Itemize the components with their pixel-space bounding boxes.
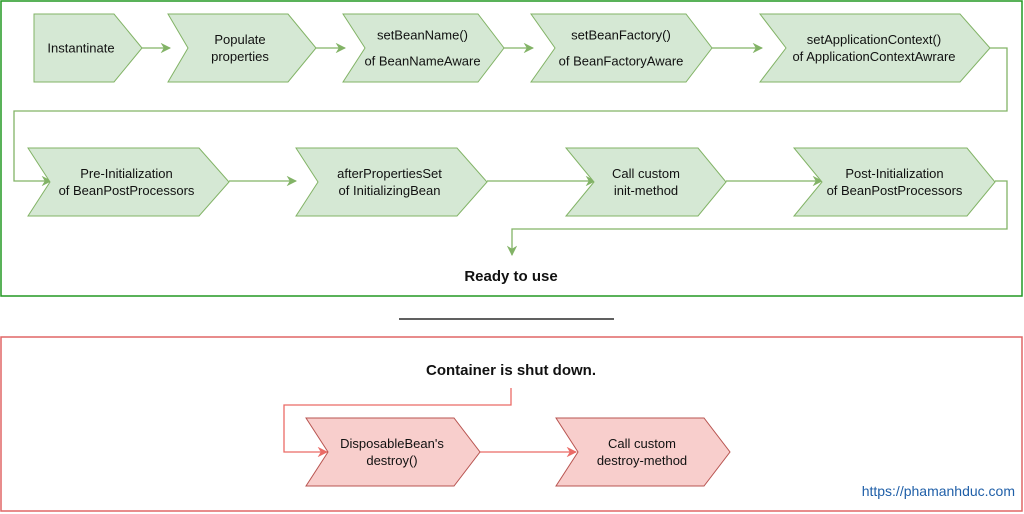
- step-label: of InitializingBean: [339, 183, 441, 198]
- step-shape: [555, 417, 731, 487]
- step-shape: [305, 417, 481, 487]
- step-label: Pre-Initialization: [80, 166, 173, 181]
- step-label: DisposableBean's: [340, 436, 444, 451]
- step-label: afterPropertiesSet: [337, 166, 442, 181]
- step-label: Call custom: [612, 166, 680, 181]
- row2-connectors: [229, 175, 1008, 257]
- ready-to-use-label: Ready to use: [464, 268, 557, 285]
- step-box: Populate properties: [167, 13, 317, 83]
- step-box: Call custom init-method: [564, 147, 727, 217]
- destruction-connectors: [283, 388, 578, 458]
- step-label: Post-Initialization: [845, 166, 943, 181]
- step-label: setBeanName(): [377, 28, 468, 43]
- destruction-panel: [0, 336, 1023, 512]
- step-shape: [167, 13, 317, 83]
- step-shape: [564, 147, 727, 217]
- watermark-link[interactable]: https://phamanhduc.com: [862, 483, 1015, 499]
- step-box: Pre-Initialization of BeanPostProcessors: [27, 147, 230, 217]
- step-box: setBeanName() of BeanNameAware: [342, 13, 505, 83]
- step-label: of ApplicationContextAwrare: [792, 49, 955, 64]
- step-shape: [342, 13, 505, 83]
- step-label: setApplicationContext(): [807, 32, 941, 47]
- step-label: Populate: [214, 32, 265, 47]
- step-shape: [33, 13, 143, 83]
- initialization-row-1: Instantinate Populate properties setBeanNam…: [33, 13, 991, 83]
- step-shape: [27, 147, 230, 217]
- step-label: destroy(): [366, 453, 417, 468]
- step-label: Instantinate: [47, 41, 114, 56]
- step-shape: [792, 147, 996, 217]
- step-box: Instantinate: [33, 13, 143, 83]
- wrap-connector: [13, 47, 1008, 187]
- step-shape: [758, 13, 991, 83]
- step-box: Post-Initialization of BeanPostProcessors: [792, 147, 996, 217]
- step-label: of BeanNameAware: [364, 54, 480, 69]
- initialization-panel: [0, 0, 1023, 297]
- step-label: of BeanFactoryAware: [559, 54, 684, 69]
- step-shape: [295, 147, 488, 217]
- step-box: DisposableBean's destroy(): [305, 417, 481, 487]
- ready-connector: [506, 180, 1008, 257]
- step-box: afterPropertiesSet of InitializingBean: [295, 147, 488, 217]
- step-label: init-method: [614, 183, 678, 198]
- step-box: setBeanFactory() of BeanFactoryAware: [530, 13, 713, 83]
- row1-connectors: [13, 42, 1008, 187]
- initialization-row-2: Pre-Initialization of BeanPostProcessors a…: [27, 147, 996, 217]
- shutdown-connector: [283, 388, 512, 458]
- step-label: setBeanFactory(): [571, 28, 671, 43]
- step-label: destroy-method: [597, 453, 687, 468]
- step-box: setApplicationContext() of ApplicationCon…: [758, 13, 991, 83]
- step-label: of BeanPostProcessors: [827, 183, 963, 198]
- step-shape: [530, 13, 713, 83]
- container-shutdown-heading: Container is shut down.: [426, 362, 596, 379]
- step-label: properties: [211, 49, 269, 64]
- step-label: Call custom: [608, 436, 676, 451]
- step-box: Call custom destroy-method: [555, 417, 731, 487]
- step-label: of BeanPostProcessors: [59, 183, 195, 198]
- destruction-row: DisposableBean's destroy() Call custom dest…: [305, 417, 731, 487]
